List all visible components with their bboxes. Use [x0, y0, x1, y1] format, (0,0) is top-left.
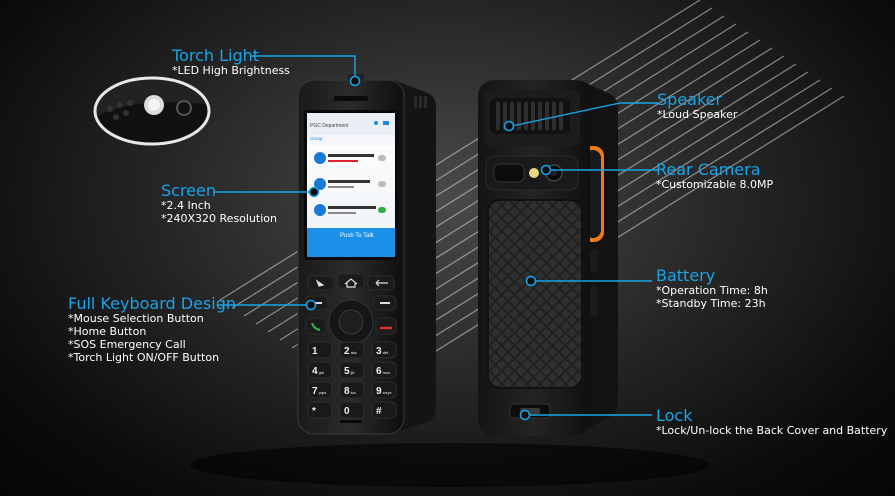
callout-title: Rear Camera	[656, 160, 761, 179]
callout-battery: Battery *Operation Time: 8h *Standby Tim…	[656, 267, 768, 310]
callout-rear-camera: Rear Camera *Customizable 8.0MP	[656, 161, 773, 191]
key-label: 3def	[376, 346, 389, 357]
phone-front	[297, 74, 436, 435]
callout-title: Torch Light	[172, 46, 260, 65]
callout-line: *Standby Time: 23h	[656, 297, 766, 310]
callout-line: *Operation Time: 8h	[656, 284, 768, 297]
key-2[interactable]	[339, 341, 365, 359]
key-3[interactable]	[371, 341, 397, 359]
callout-title: Speaker	[657, 90, 723, 109]
key-label: 5jkl	[344, 366, 355, 377]
callout-title: Full Keyboard Design	[68, 294, 236, 313]
key-#[interactable]	[371, 401, 397, 419]
key-label: 4ghi	[312, 366, 324, 377]
key-label: 1	[312, 346, 318, 357]
key-label: 8tuv	[344, 386, 356, 397]
key-6[interactable]	[371, 361, 397, 379]
callout-line: *Lock/Un-lock the Back Cover and Battery	[656, 424, 888, 437]
callout-line: *Mouse Selection Button	[68, 312, 204, 325]
callout-title: Lock	[656, 406, 693, 425]
phone-back	[478, 80, 618, 436]
callout-line: *Torch Light ON/OFF Button	[68, 351, 220, 364]
callout-lock: Lock *Lock/Un-lock the Back Cover and Ba…	[656, 407, 887, 437]
key-label: 2abc	[344, 346, 358, 357]
key-label: *	[312, 406, 316, 417]
key-8[interactable]	[339, 381, 365, 399]
callout-line: *2.4 Inch	[161, 199, 211, 212]
key-7[interactable]	[307, 381, 333, 399]
key-label: 6mno	[376, 366, 391, 377]
key-label: 0	[344, 406, 350, 417]
key-label: 7pqrs	[312, 386, 327, 397]
callout-line: *Loud Speaker	[657, 108, 738, 121]
callout-speaker: Speaker *Loud Speaker	[657, 91, 737, 121]
screen-header: PGC Department	[310, 123, 349, 129]
screen-tab[interactable]: Group	[310, 136, 323, 141]
callout-torch-light: Torch Light *LED High Brightness	[172, 47, 290, 77]
callout-line: *240X320 Resolution	[161, 212, 277, 225]
ptt-label[interactable]: Push To Talk	[340, 233, 374, 239]
key-label: 9wxyz	[376, 386, 392, 397]
callout-line: *SOS Emergency Call	[68, 338, 186, 351]
callout-line: *LED High Brightness	[172, 64, 290, 77]
torch-closeup	[93, 76, 211, 146]
key-9[interactable]	[371, 381, 397, 399]
key-4[interactable]	[307, 361, 333, 379]
key-label: #	[376, 406, 382, 417]
key-5[interactable]	[339, 361, 365, 379]
callout-line: *Home Button	[68, 325, 147, 338]
callout-line: *Customizable 8.0MP	[656, 178, 774, 191]
callout-keyboard: Full Keyboard Design *Mouse Selection Bu…	[68, 295, 236, 364]
key-*[interactable]	[307, 401, 333, 419]
callout-title: Battery	[656, 266, 716, 285]
callout-title: Screen	[161, 181, 217, 200]
key-0[interactable]	[339, 401, 365, 419]
key-1[interactable]	[307, 341, 333, 359]
callout-screen: Screen *2.4 Inch *240X320 Resolution	[161, 182, 277, 225]
